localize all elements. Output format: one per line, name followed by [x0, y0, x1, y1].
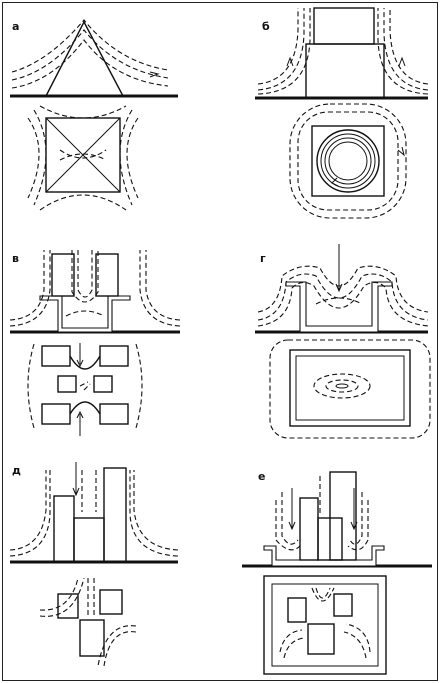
tower-top	[313, 7, 375, 45]
wind-arrow	[286, 56, 294, 67]
panel-a: а	[10, 19, 178, 211]
panel-d-plan	[39, 577, 137, 667]
pyramid-plan	[45, 117, 121, 193]
panel-d: д	[9, 462, 179, 667]
panel-e-elevation	[242, 471, 432, 568]
panel-v-label: в	[12, 252, 19, 265]
panel-d-label: д	[12, 464, 21, 477]
tower-base	[305, 43, 385, 99]
tower-plan	[311, 125, 385, 197]
courtyard-walls	[263, 545, 385, 567]
courtyard-plan	[263, 575, 387, 675]
panel-a-elevation	[10, 19, 178, 98]
rotation-arrow	[397, 146, 405, 157]
panel-g: г	[255, 244, 431, 439]
panel-g-plan	[269, 339, 431, 439]
wind-arrow	[398, 56, 406, 67]
courtyard-walls	[39, 295, 131, 333]
panel-e-label: е	[258, 470, 265, 483]
panel-v-elevation	[9, 250, 181, 334]
panel-e-plan	[263, 575, 387, 675]
panel-b-elevation	[255, 7, 429, 100]
panel-b-plan	[289, 103, 407, 219]
panel-v: в	[9, 250, 181, 436]
courtyard-plan	[289, 349, 411, 427]
panel-v-plan	[27, 343, 143, 436]
panel-e: е	[242, 470, 432, 675]
rotation-arrow	[331, 177, 339, 187]
panel-g-elevation	[255, 244, 429, 334]
panel-b: б	[255, 7, 429, 219]
panel-a-label: а	[12, 20, 19, 33]
panel-a-plan	[27, 105, 139, 211]
panel-d-elevation	[9, 462, 179, 564]
panel-g-label: г	[260, 252, 266, 265]
wind-arrow	[149, 71, 160, 78]
pyramid-outline	[45, 20, 124, 97]
panel-b-label: б	[262, 20, 270, 33]
